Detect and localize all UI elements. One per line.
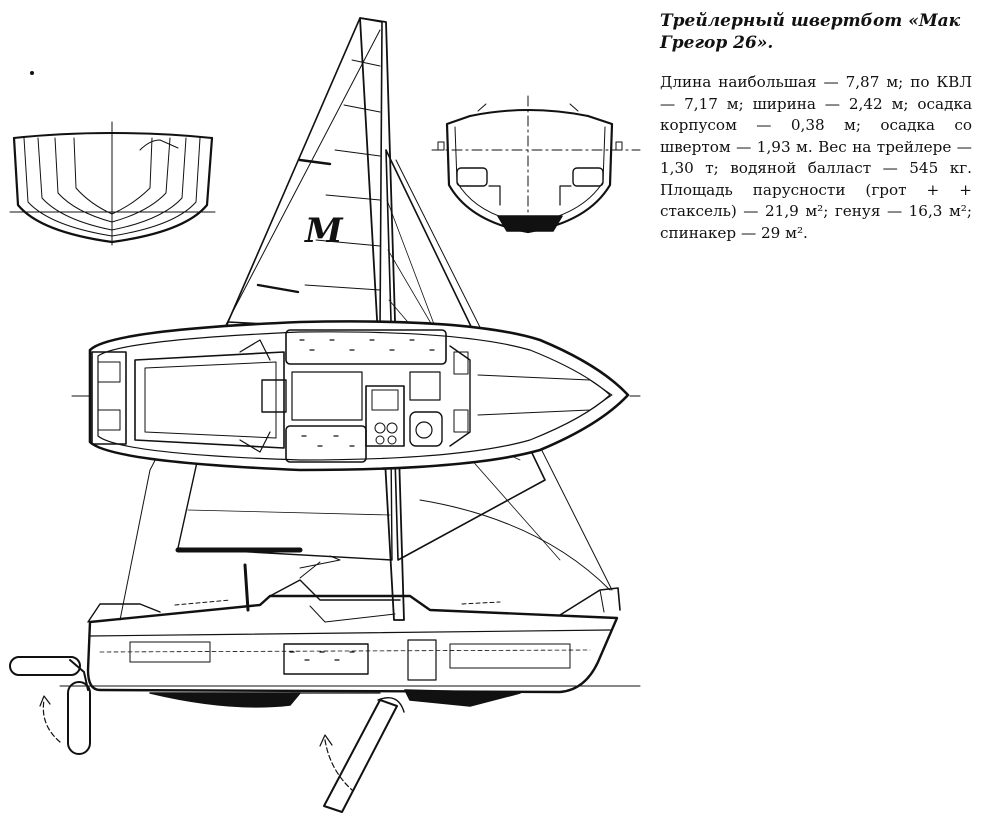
sail-emblem: M	[304, 211, 344, 251]
hull-body-plan	[9, 71, 216, 246]
caption-title: Трейлерный швертбот «Мак Грегор 26».	[660, 11, 961, 53]
deck-plan	[71, 320, 641, 472]
hull-cross-section	[431, 95, 641, 236]
hull-profile	[59, 555, 641, 708]
centreboard	[319, 697, 405, 813]
caption-block: Трейлерный швертбот «Мак Грегор 26». Дли…	[660, 10, 972, 244]
caption-specifications: Длина наибольшая — 7,87 м; по КВЛ — 7,17…	[660, 73, 972, 242]
kick-up-rudder	[9, 656, 91, 755]
sail-plan	[119, 17, 613, 621]
